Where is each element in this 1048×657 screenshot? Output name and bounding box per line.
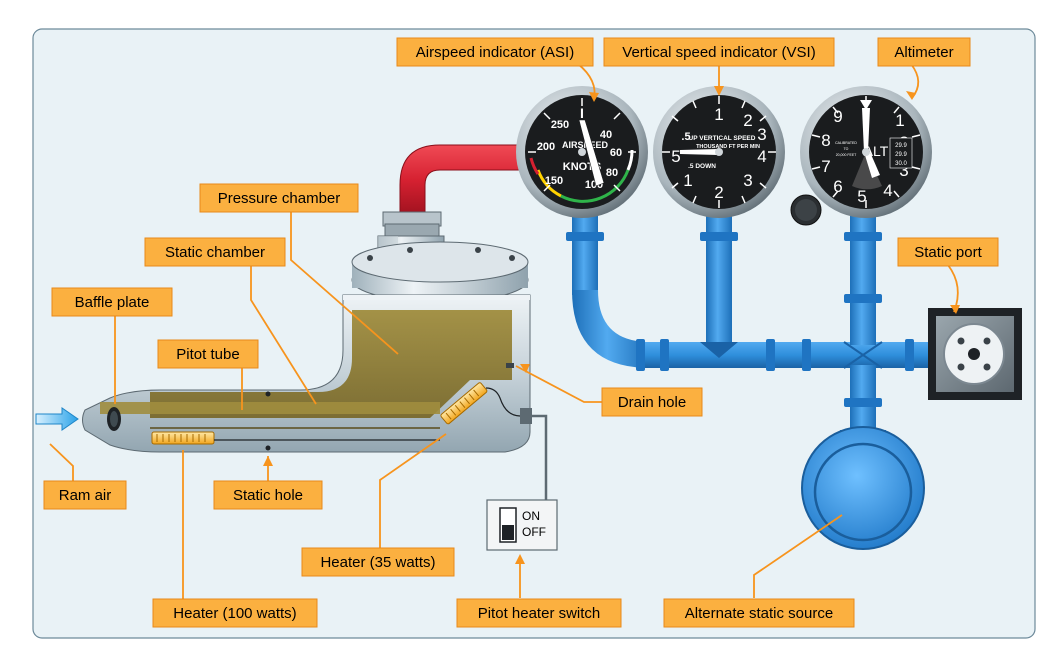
label-static-chamber: Static chamber bbox=[144, 237, 286, 267]
alt-scale-4: 4 bbox=[883, 181, 892, 200]
vertical-speed-indicator-gauge: 1 2 3 4 3 2 1 5 .5 UP VERTICAL SPEED THO… bbox=[653, 86, 785, 218]
switch-on-text: ON bbox=[522, 509, 540, 523]
asi-scale-60: 60 bbox=[610, 147, 622, 159]
svg-text:Heater (100 watts): Heater (100 watts) bbox=[173, 605, 296, 622]
kollsman-3: 30.0 bbox=[895, 161, 907, 167]
static-line-plumbing bbox=[566, 205, 930, 440]
switch-off-text: OFF bbox=[522, 525, 546, 539]
alt-scale-5: 5 bbox=[857, 187, 866, 206]
label-static-port: Static port bbox=[897, 237, 999, 267]
alt-scale-1: 1 bbox=[895, 111, 904, 130]
svg-text:Pitot heater switch: Pitot heater switch bbox=[478, 605, 601, 622]
leader-arrowheads bbox=[263, 86, 960, 564]
alt-small-2: TO bbox=[844, 147, 849, 151]
ram-air-arrow bbox=[35, 407, 79, 431]
pitot-heater-switch[interactable]: ON OFF bbox=[486, 499, 558, 551]
alt-small-1: CALIBRATED bbox=[835, 141, 857, 145]
svg-text:Ram air: Ram air bbox=[59, 487, 112, 504]
alternate-static-source-valve bbox=[801, 426, 925, 550]
asi-scale-150: 150 bbox=[545, 175, 563, 187]
label-heater-35: Heater (35 watts) bbox=[301, 547, 455, 577]
label-static-hole: Static hole bbox=[213, 480, 323, 510]
asi-scale-40: 40 bbox=[600, 129, 612, 141]
alt-scale-7: 7 bbox=[821, 157, 830, 176]
svg-text:Vertical speed indicator (VSI): Vertical speed indicator (VSI) bbox=[622, 44, 815, 61]
vsi-scale-2-down: 2 bbox=[714, 183, 723, 202]
label-airspeed-indicator: Airspeed indicator (ASI) bbox=[396, 37, 594, 67]
vsi-up-text: UP VERTICAL SPEED bbox=[689, 135, 756, 142]
svg-text:Altimeter: Altimeter bbox=[894, 44, 953, 61]
svg-text:Static port: Static port bbox=[914, 244, 982, 261]
svg-text:Static chamber: Static chamber bbox=[165, 244, 265, 261]
alt-scale-8: 8 bbox=[821, 131, 830, 150]
alt-scale-9: 9 bbox=[833, 107, 842, 126]
svg-text:I: I bbox=[580, 105, 584, 121]
vsi-scale-3-down: 3 bbox=[743, 171, 752, 190]
vsi-unit-text: THOUSAND FT PER MIN bbox=[696, 144, 760, 150]
svg-text:Static hole: Static hole bbox=[233, 487, 303, 504]
svg-text:Baffle plate: Baffle plate bbox=[75, 294, 150, 311]
vsi-down-text: .5 DOWN bbox=[688, 163, 716, 170]
label-baffle-plate: Baffle plate bbox=[51, 287, 173, 317]
label-pressure-chamber: Pressure chamber bbox=[199, 183, 359, 213]
asi-scale-250: 250 bbox=[551, 119, 569, 131]
pitot-tube-assembly bbox=[82, 211, 548, 500]
svg-text:Pressure chamber: Pressure chamber bbox=[218, 190, 341, 207]
alt-scale-6: 6 bbox=[833, 177, 842, 196]
svg-text:Drain hole: Drain hole bbox=[618, 394, 686, 411]
label-ram-air: Ram air bbox=[43, 480, 127, 510]
vsi-scale-4: 4 bbox=[757, 147, 766, 166]
label-heater-100: Heater (100 watts) bbox=[152, 598, 318, 628]
svg-text:Airspeed indicator (ASI): Airspeed indicator (ASI) bbox=[416, 44, 574, 61]
static-port bbox=[928, 308, 1022, 400]
asi-scale-80: 80 bbox=[606, 167, 618, 179]
label-pitot-tube: Pitot tube bbox=[157, 339, 259, 369]
kollsman-2: 29.9 bbox=[895, 152, 907, 158]
altimeter-gauge: 1 2 3 4 5 6 7 8 9 ALT 29.9 29.9 30.0 CAL… bbox=[790, 86, 932, 226]
label-vertical-speed-indicator: Vertical speed indicator (VSI) bbox=[603, 37, 835, 67]
asi-scale-200: 200 bbox=[537, 141, 555, 153]
svg-text:Pitot tube: Pitot tube bbox=[176, 346, 239, 363]
alt-scale-3: 3 bbox=[899, 161, 908, 180]
label-drain-hole: Drain hole bbox=[601, 387, 703, 417]
asi-tick-marks bbox=[528, 98, 636, 192]
kollsman-1: 29.9 bbox=[895, 143, 907, 149]
vsi-scale-5: 5 bbox=[671, 147, 680, 166]
label-altimeter: Altimeter bbox=[877, 37, 971, 67]
vsi-scale-half: .5 bbox=[681, 131, 690, 143]
vsi-scale-1-down: 1 bbox=[683, 171, 692, 190]
svg-text:Alternate static source: Alternate static source bbox=[685, 605, 833, 622]
vsi-scale-top-1: 1 bbox=[714, 105, 723, 124]
svg-text:Heater (35 watts): Heater (35 watts) bbox=[320, 554, 435, 571]
alt-small-3: 20,000 FEET bbox=[836, 153, 857, 157]
label-pitot-heater-switch: Pitot heater switch bbox=[456, 598, 622, 628]
label-alternate-static-source: Alternate static source bbox=[663, 598, 855, 628]
leader-lines bbox=[49, 63, 959, 599]
vsi-scale-2: 2 bbox=[743, 111, 752, 130]
vsi-scale-3: 3 bbox=[757, 125, 766, 144]
airspeed-indicator-gauge: I 250 40 200 60 150 80 100 AIRSPEED KNOT… bbox=[516, 86, 648, 218]
